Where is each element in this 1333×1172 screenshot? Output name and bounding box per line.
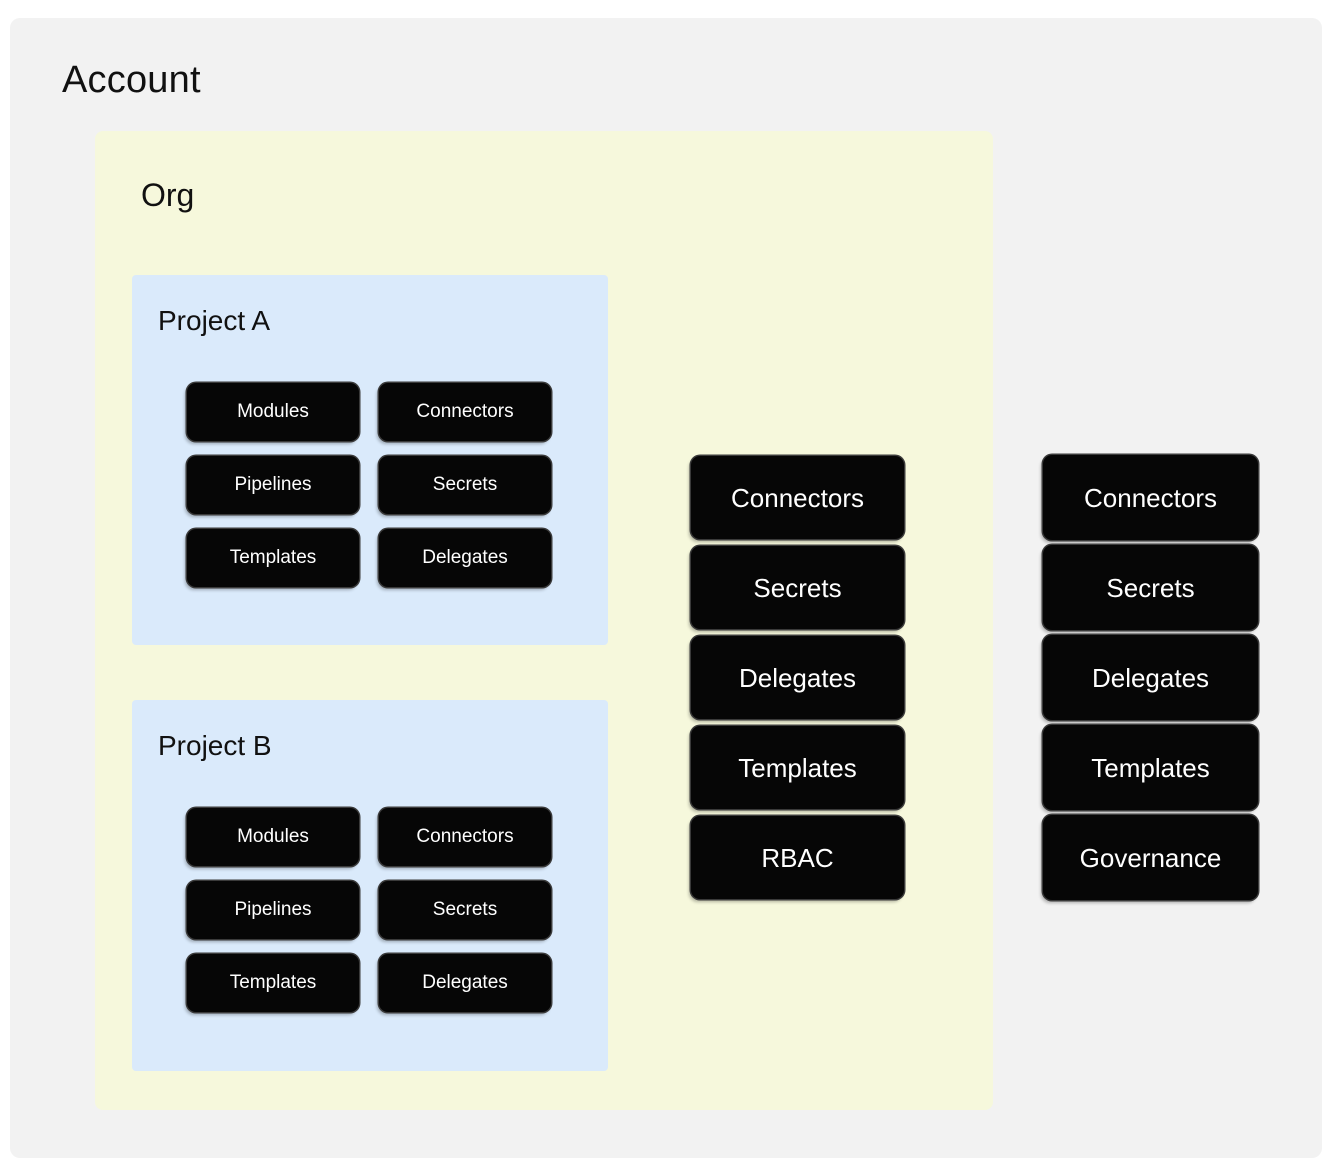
resource-chip-templates[interactable]: Templates [187, 529, 359, 587]
resource-chip-connectors[interactable]: Connectors [379, 808, 551, 866]
resource-chip-delegates[interactable]: Delegates [379, 954, 551, 1012]
project-resource-grid: Modules Connectors Pipelines Secrets Tem… [187, 808, 557, 1012]
resource-chip-templates[interactable]: Templates [691, 726, 904, 809]
org-title: Org [141, 177, 195, 213]
resource-chip-rbac[interactable]: RBAC [691, 816, 904, 899]
project-scope-container: Project B Modules Connectors Pipelines S… [132, 700, 608, 1071]
resource-chip-secrets[interactable]: Secrets [1043, 545, 1258, 630]
resource-chip-pipelines[interactable]: Pipelines [187, 456, 359, 514]
resource-chip-secrets[interactable]: Secrets [379, 881, 551, 939]
resource-chip-templates[interactable]: Templates [1043, 725, 1258, 810]
resource-chip-connectors[interactable]: Connectors [379, 383, 551, 441]
project-scope-container: Project A Modules Connectors Pipelines S… [132, 275, 608, 645]
project-resource-grid: Modules Connectors Pipelines Secrets Tem… [187, 383, 557, 587]
resource-chip-secrets[interactable]: Secrets [379, 456, 551, 514]
org-resource-column: Connectors Secrets Delegates Templates R… [691, 456, 904, 899]
resource-chip-modules[interactable]: Modules [187, 808, 359, 866]
project-title: Project A [158, 305, 271, 336]
resource-chip-connectors[interactable]: Connectors [1043, 455, 1258, 540]
resource-chip-connectors[interactable]: Connectors [691, 456, 904, 539]
resource-chip-governance[interactable]: Governance [1043, 815, 1258, 900]
resource-chip-secrets[interactable]: Secrets [691, 546, 904, 629]
resource-chip-delegates[interactable]: Delegates [691, 636, 904, 719]
resource-chip-modules[interactable]: Modules [187, 383, 359, 441]
resource-chip-delegates[interactable]: Delegates [379, 529, 551, 587]
project-title: Project B [158, 730, 272, 761]
account-title: Account [62, 59, 201, 101]
resource-chip-delegates[interactable]: Delegates [1043, 635, 1258, 720]
account-scope-container: Account Org Project A Modules Connectors… [10, 18, 1322, 1158]
account-resource-column: Connectors Secrets Delegates Templates G… [1043, 455, 1258, 900]
resource-chip-templates[interactable]: Templates [187, 954, 359, 1012]
resource-chip-pipelines[interactable]: Pipelines [187, 881, 359, 939]
